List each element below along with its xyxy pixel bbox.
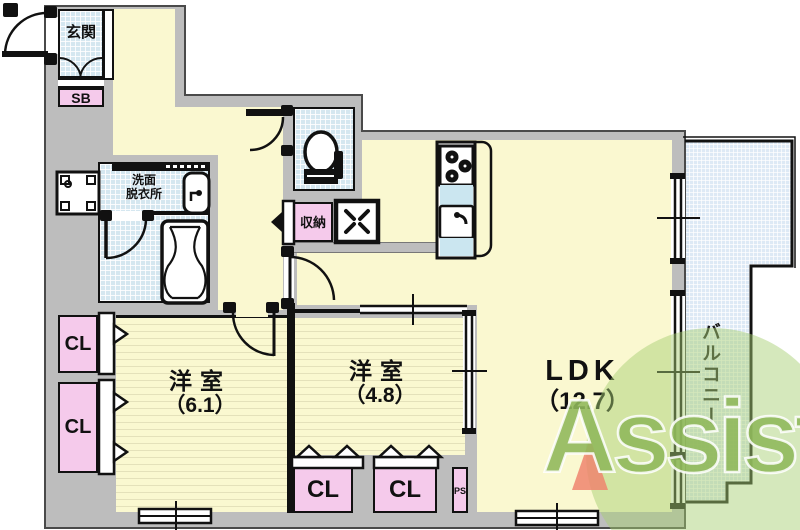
balcony-railing-outer (683, 136, 796, 268)
room-divider-wall (287, 303, 295, 513)
entrance-door-icon (2, 3, 57, 65)
watermark-triangle (572, 438, 608, 490)
entrance-label: 玄関 (65, 24, 96, 41)
closet-left-2: CL (58, 382, 98, 473)
washing-machine-pan-icon (55, 170, 101, 216)
toilet-door-icon (246, 105, 293, 156)
kitchen-icon (435, 140, 493, 260)
bathroom-door-icon (100, 210, 154, 260)
balcony-window-lower-icon (657, 290, 700, 509)
western-room-2-area: （4.8） (344, 384, 416, 408)
pipe-space: PS (452, 467, 468, 513)
balcony-label: バルコニー (699, 322, 720, 427)
western-room-1-label: 洋室 （6.1） (130, 368, 270, 419)
entrance-door-opening (45, 17, 58, 54)
closet-left-1: CL (58, 315, 98, 373)
western-room-1-door-icon (223, 302, 279, 357)
toilet-icon (303, 130, 343, 184)
corridor-floor (218, 155, 283, 310)
western-room-1-area: （6.1） (164, 394, 236, 418)
ldk-area: （12.7） (535, 388, 630, 416)
hallway-floor (113, 9, 175, 155)
watermark-logo: Assist (541, 378, 800, 497)
western-room-1-window-icon (137, 501, 213, 530)
western-room-2-floor (295, 318, 465, 455)
western-room-1-floor (116, 315, 287, 512)
western-room-2-top-window-icon (295, 294, 467, 325)
ldk-label: LDK （12.7） (510, 355, 655, 416)
ldk-bottom-window-icon (514, 503, 600, 530)
shoe-box-label: SB (71, 90, 91, 106)
washbasin-icon (182, 171, 211, 215)
closet-bottom-2: CL (373, 467, 437, 513)
building-outline (44, 5, 686, 529)
washroom-label: 洗面 脱衣所 (125, 173, 162, 201)
closet-bottom-1: CL (293, 467, 353, 513)
balcony-window-upper-icon (657, 173, 700, 264)
closet-bottom-doors-icon (290, 444, 445, 470)
ldk-floor (337, 202, 672, 305)
vanity-counter-icon (112, 162, 208, 171)
shoe-box-doors-icon (58, 56, 103, 80)
balcony-railing (685, 139, 794, 504)
entrance-cabinet (103, 9, 114, 80)
entrance-floor (58, 9, 104, 78)
shoe-box: SB (58, 88, 104, 107)
storage-door-icon (271, 199, 296, 246)
closet-left-doors-icon (97, 311, 130, 476)
western-room-2-label: 洋室 （4.8） (310, 358, 450, 409)
bathtub-icon (160, 219, 210, 305)
western-room-2-right-partition-icon (452, 310, 487, 434)
hall-ldk-door-icon (281, 246, 336, 309)
stove-symbol-icon (333, 198, 381, 245)
stove-burners-icon (445, 150, 472, 183)
